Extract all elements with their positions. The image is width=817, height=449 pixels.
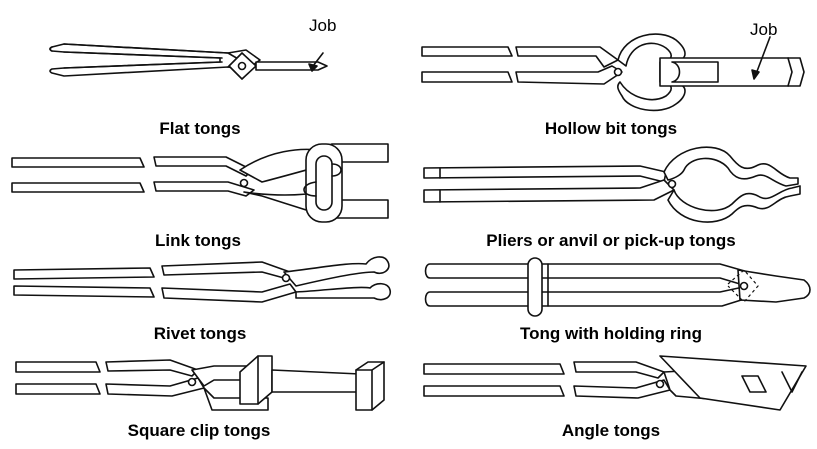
- caption-link-tongs: Link tongs: [155, 231, 241, 250]
- caption-hollow-bit-tongs: Hollow bit tongs: [544, 119, 678, 138]
- rivet-tongs-drawing: [13, 256, 392, 303]
- caption-angle-tongs: Angle tongs: [561, 421, 661, 440]
- job-label-flat-tongs: Job: [309, 16, 337, 35]
- holding-ring-tongs-drawing: [424, 257, 811, 317]
- caption-holding-ring-tongs: Tong with holding ring: [520, 324, 702, 343]
- flat-tongs-drawing: [49, 43, 328, 80]
- hollow-bit-tongs-drawing: [421, 33, 805, 112]
- job-label-hollow-bit-tongs: Job: [750, 20, 778, 39]
- caption-rivet-tongs: Rivet tongs: [153, 324, 247, 343]
- caption-flat-tongs: Flat tongs: [159, 119, 241, 138]
- angle-tongs-drawing: [423, 355, 807, 411]
- caption-pliers-tongs: Pliers or anvil or pick-up tongs: [486, 231, 736, 250]
- square-clip-tongs-drawing: [15, 355, 385, 411]
- caption-square-clip-tongs: Square clip tongs: [127, 421, 271, 440]
- link-tongs-drawing: [11, 143, 389, 223]
- pliers-tongs-drawing: [423, 146, 801, 223]
